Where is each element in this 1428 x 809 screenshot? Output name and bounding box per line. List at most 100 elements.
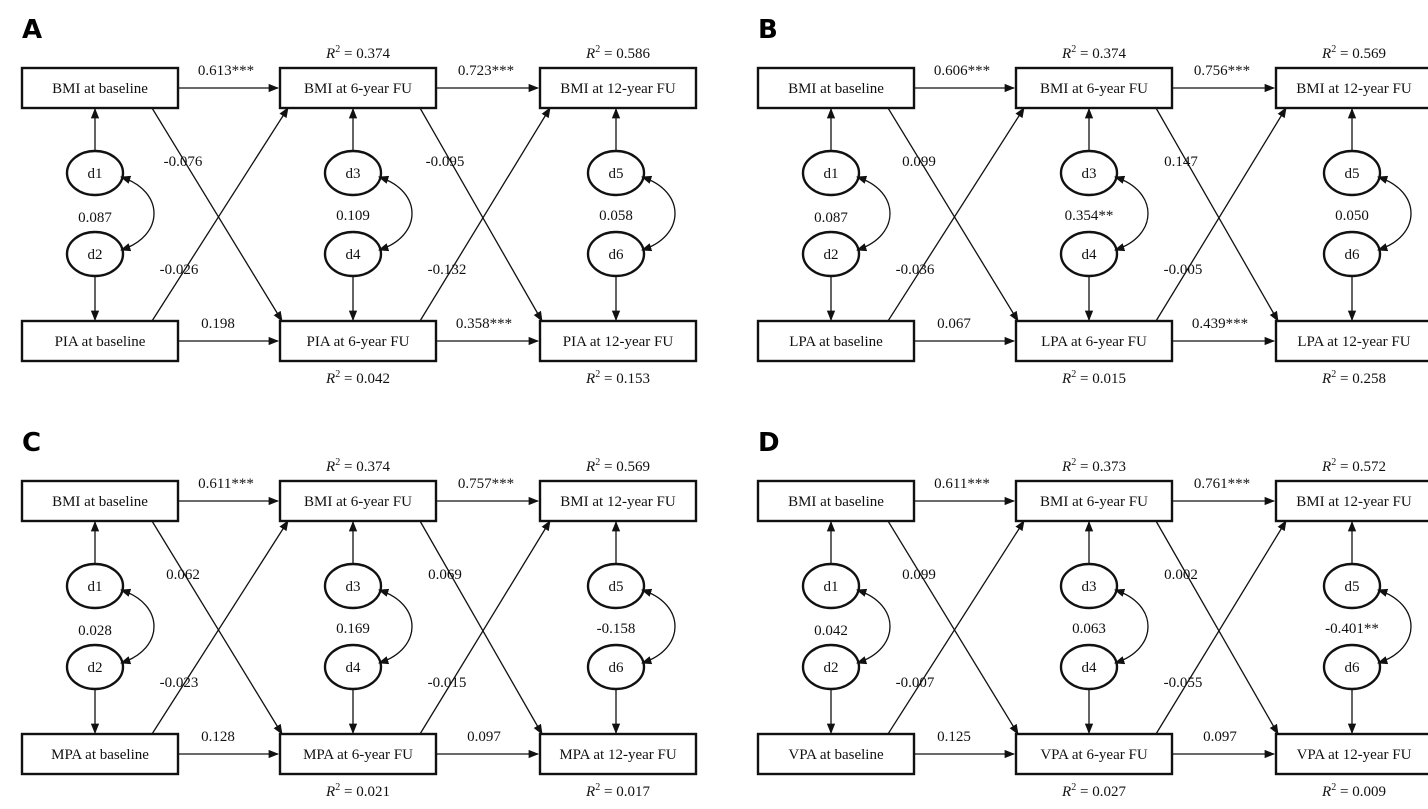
coef-label: -0.015 — [428, 675, 467, 691]
r-squared-superscript: 2 — [595, 369, 600, 380]
disturbance-ellipse — [586, 643, 646, 691]
coef-label: -0.023 — [160, 675, 199, 691]
r-squared-label: R2 = 0.572 — [1321, 457, 1386, 475]
r-squared-symbol: R — [1061, 459, 1071, 475]
r-squared-value: 0.569 — [616, 459, 650, 475]
disturbance-ellipse — [65, 562, 125, 610]
r-squared-value: 0.027 — [1092, 784, 1126, 800]
r-squared-symbol: R — [585, 784, 595, 800]
r-squared-superscript: 2 — [595, 782, 600, 793]
disturbance-label: d1 — [88, 579, 103, 595]
disturbance-ellipse — [1322, 643, 1382, 691]
r-squared-equals: = — [1076, 784, 1092, 800]
variable-label: BMI at 12-year FU — [560, 494, 676, 510]
coef-label: 0.050 — [1335, 208, 1369, 224]
disturbance-ellipse — [801, 562, 861, 610]
disturbance-label: d4 — [346, 660, 362, 676]
covariance-arrow — [641, 588, 676, 665]
coef-label: 0.354** — [1065, 208, 1114, 224]
variable-box — [1274, 319, 1428, 363]
variable-box — [20, 479, 180, 523]
cross-lag-arrow — [1155, 520, 1287, 735]
covariance-arrow — [378, 588, 413, 665]
covariance-arrow — [641, 175, 676, 252]
coef-label: 0.613*** — [198, 63, 254, 79]
disturbance-ellipse — [1059, 562, 1119, 610]
r-squared-symbol: R — [1061, 371, 1071, 387]
disturbance-label: d3 — [346, 579, 361, 595]
variable-label: BMI at baseline — [788, 494, 884, 510]
disturbance-ellipse — [586, 149, 646, 197]
r-squared-label: R2 = 0.042 — [325, 369, 390, 387]
disturbance-ellipse — [586, 230, 646, 278]
variable-box — [1014, 319, 1174, 363]
variable-box — [1274, 66, 1428, 110]
r-squared-equals: = — [1336, 784, 1352, 800]
disturbance-label: d2 — [824, 247, 839, 263]
variable-box — [20, 319, 180, 363]
variable-label: BMI at 6-year FU — [304, 81, 412, 97]
coef-label: 0.042 — [814, 623, 848, 639]
coef-label: 0.002 — [1164, 567, 1198, 583]
coef-label: 0.169 — [336, 621, 370, 637]
coef-label: 0.723*** — [458, 63, 514, 79]
r-squared-label: R2 = 0.258 — [1321, 369, 1386, 387]
variable-label: PIA at baseline — [55, 334, 146, 350]
r-squared-symbol: R — [1061, 46, 1071, 62]
r-squared-value: 0.572 — [1352, 459, 1386, 475]
r-squared-equals: = — [1336, 371, 1352, 387]
disturbance-ellipse — [65, 149, 125, 197]
variable-label: BMI at baseline — [52, 81, 148, 97]
r-squared-label: R2 = 0.374 — [325, 457, 390, 475]
coef-label: 0.611*** — [934, 476, 990, 492]
r-squared-value: 0.021 — [356, 784, 390, 800]
coef-label: 0.606*** — [934, 63, 990, 79]
r-squared-symbol: R — [585, 371, 595, 387]
variable-label: BMI at baseline — [52, 494, 148, 510]
coef-label: 0.087 — [78, 210, 112, 226]
covariance-arrow — [378, 175, 413, 252]
disturbance-ellipse — [801, 230, 861, 278]
variable-label: MPA at baseline — [51, 747, 149, 763]
disturbance-label: d5 — [609, 166, 624, 182]
cross-lag-arrow — [419, 107, 543, 322]
coef-label: 0.198 — [201, 316, 235, 332]
r-squared-symbol: R — [1061, 784, 1071, 800]
variable-box — [538, 66, 698, 110]
covariance-arrow — [856, 588, 891, 665]
variable-box — [1274, 732, 1428, 776]
r-squared-symbol: R — [585, 46, 595, 62]
variable-label: BMI at 12-year FU — [1296, 81, 1412, 97]
r-squared-label: R2 = 0.586 — [585, 44, 650, 62]
coef-label: -0.076 — [164, 154, 203, 170]
coef-label: -0.158 — [597, 621, 636, 637]
coef-label: 0.097 — [1203, 729, 1237, 745]
r-squared-label: R2 = 0.027 — [1061, 782, 1126, 800]
cross-lag-arrow — [151, 107, 289, 322]
covariance-arrow — [120, 588, 155, 665]
r-squared-superscript: 2 — [1071, 44, 1076, 55]
r-squared-label: R2 = 0.569 — [585, 457, 650, 475]
r-squared-equals: = — [1336, 459, 1352, 475]
disturbance-ellipse — [1059, 149, 1119, 197]
covariance-arrow — [1114, 175, 1149, 252]
r-squared-equals: = — [600, 46, 616, 62]
r-squared-equals: = — [340, 459, 356, 475]
r-squared-superscript: 2 — [1331, 44, 1336, 55]
variable-box — [538, 732, 698, 776]
variable-label: BMI at 6-year FU — [1040, 494, 1148, 510]
r-squared-equals: = — [340, 784, 356, 800]
cross-lag-arrow — [887, 107, 1025, 322]
coef-label: 0.611*** — [198, 476, 254, 492]
r-squared-symbol: R — [1321, 46, 1331, 62]
variable-label: BMI at baseline — [788, 81, 884, 97]
coef-label: 0.058 — [599, 208, 633, 224]
cross-lag-arrow — [151, 520, 289, 735]
coef-label: -0.095 — [426, 154, 465, 170]
r-squared-value: 0.569 — [1352, 46, 1386, 62]
r-squared-label: R2 = 0.569 — [1321, 44, 1386, 62]
disturbance-label: d4 — [1082, 660, 1098, 676]
variable-box — [756, 479, 916, 523]
